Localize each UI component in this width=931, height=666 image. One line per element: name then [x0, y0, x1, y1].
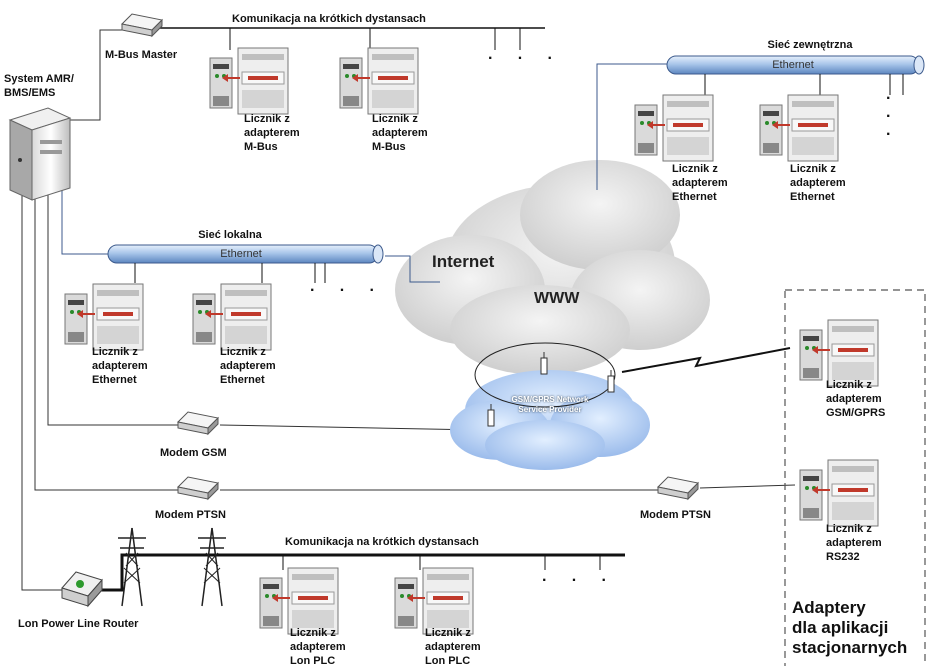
- short-range-bottom-label: Komunikacja na krótkich dystansach: [285, 536, 479, 548]
- server-icon: [8, 107, 72, 201]
- link-server-lon: [21, 180, 65, 591]
- continuation-dots-local: · · ·: [310, 282, 385, 299]
- link-server-gsm: [47, 180, 180, 426]
- external-net-bus-label: Ethernet: [772, 59, 814, 71]
- continuation-dots-external: · · ·: [886, 90, 902, 143]
- wireless-link: [621, 347, 791, 373]
- local-net-title: Sieć lokalna: [198, 229, 262, 241]
- server-label: System AMR/BMS/EMS: [4, 73, 74, 99]
- continuation-dots-lon: · · ·: [542, 572, 617, 589]
- gsm-cloud: [450, 342, 650, 470]
- external-ethernet-pipe: [666, 55, 925, 75]
- modem-ptsn-left-label: Modem PTSN: [155, 509, 226, 521]
- internet-label: Internet: [432, 252, 495, 271]
- modem-ptsn-right-icon: [657, 476, 699, 500]
- short-range-top-label: Komunikacja na krótkich dystansach: [232, 13, 426, 25]
- link-server-lan: [61, 180, 108, 255]
- mbus-master-icon: [121, 13, 163, 37]
- modem-ptsn-right-label: Modem PTSN: [640, 509, 711, 521]
- lon-router-icon: [61, 571, 103, 608]
- modem-ptsn-left-icon: [177, 476, 219, 500]
- external-net-title: Sieć zewnętrzna: [767, 39, 853, 51]
- adapters-box: [784, 289, 926, 666]
- modem-gsm-label: Modem GSM: [160, 447, 227, 459]
- mbus-master-label: M-Bus Master: [105, 49, 178, 61]
- lon-router-label: Lon Power Line Router: [18, 618, 139, 630]
- www-label: WWW: [534, 290, 580, 307]
- lon-powerline: [100, 553, 625, 592]
- modem-gsm-icon: [177, 411, 219, 435]
- local-net-bus-label: Ethernet: [220, 248, 262, 260]
- local-ethernet-pipe: [107, 244, 384, 264]
- continuation-dots-top: · · ·: [488, 50, 563, 67]
- link-server-mbus: [68, 29, 122, 121]
- link-server-ptsn: [34, 180, 180, 491]
